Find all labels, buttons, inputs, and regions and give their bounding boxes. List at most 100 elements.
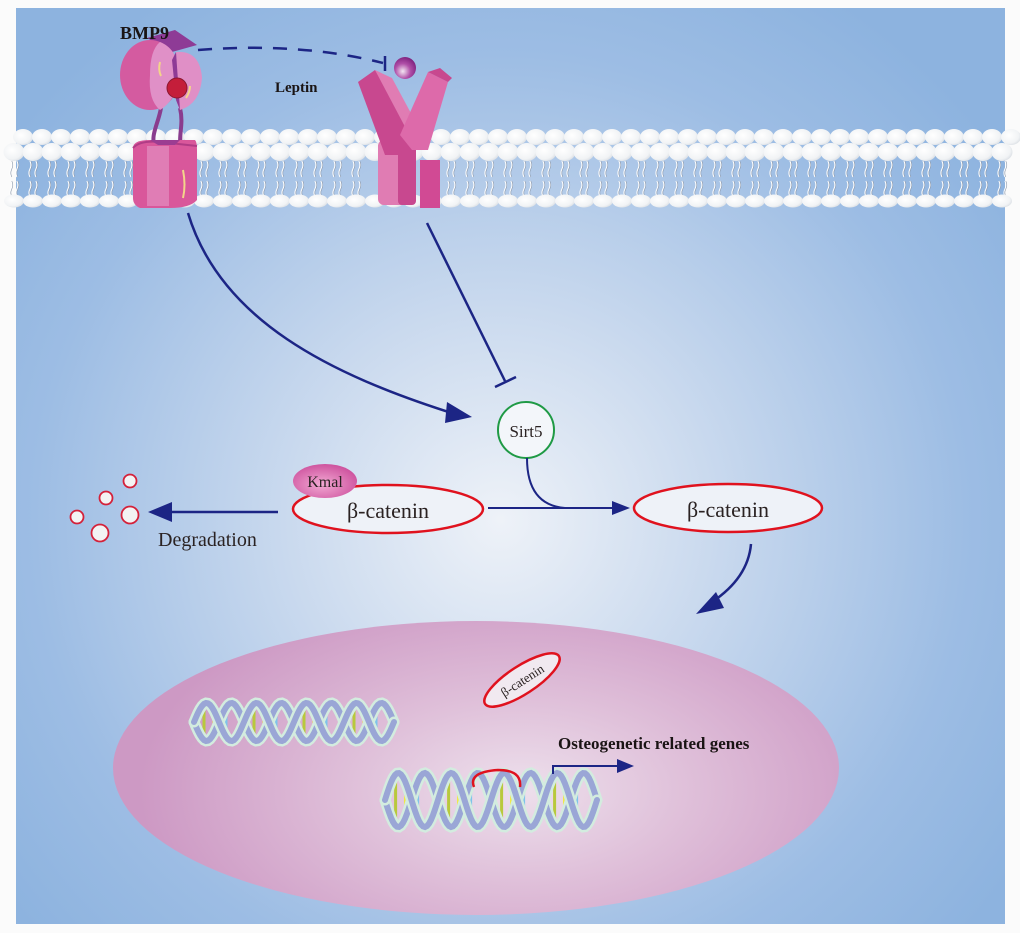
lipid-tail: [560, 160, 564, 197]
lipid-head: [840, 194, 860, 208]
bmp9-label: BMP9: [120, 23, 169, 43]
lipid-tail: [775, 160, 779, 197]
lipid-head: [288, 143, 310, 161]
lipid-head: [821, 194, 841, 208]
lipid-tail: [351, 160, 355, 197]
lipid-head: [193, 143, 215, 161]
lipid-head: [716, 129, 736, 145]
lipid-head: [212, 143, 234, 161]
lipid-tail: [85, 160, 89, 197]
lipid-head: [611, 143, 633, 161]
lipid-tail: [47, 160, 51, 197]
lipid-head: [507, 129, 527, 145]
lipid-head: [497, 143, 519, 161]
lipid-head: [954, 194, 974, 208]
lipid-tail: [731, 160, 735, 197]
lipid-tail: [851, 160, 855, 197]
lipid-head: [13, 129, 33, 145]
lipid-head: [4, 194, 24, 208]
lipid-head: [896, 143, 918, 161]
lipid-head: [592, 143, 614, 161]
degradation-label: Degradation: [158, 529, 257, 551]
lipid-tail: [218, 160, 222, 197]
lipid-head: [897, 194, 917, 208]
sirt5-demalonylation-edge: [526, 457, 566, 509]
lipid-tail: [199, 160, 203, 197]
beta-catenin-node: [632, 482, 824, 534]
lipid-tail: [927, 160, 931, 197]
lipid-head: [260, 129, 280, 145]
transcription-edge: [552, 765, 620, 774]
arrowhead: [617, 759, 634, 773]
lipid-head: [697, 129, 717, 145]
lipid-head: [98, 143, 120, 161]
lipid-head: [649, 143, 671, 161]
lipid-tail: [243, 160, 247, 197]
lipid-head: [678, 129, 698, 145]
lipid-tail: [262, 160, 266, 197]
lipid-head: [23, 194, 43, 208]
lipid-tail: [946, 160, 950, 197]
lipid-tail: [471, 160, 475, 197]
lipid-head: [70, 129, 90, 145]
degradation-fragments: [69, 473, 140, 543]
lipid-tail: [807, 160, 811, 197]
lipid-head: [830, 129, 850, 145]
lipid-head: [820, 143, 842, 161]
lipid-head: [89, 129, 109, 145]
lipid-tail: [91, 160, 95, 197]
dna-strand: [191, 699, 397, 745]
bmp9-activates-sirt5-edge: [186, 212, 459, 417]
beta-catenin-label: β-catenin: [687, 497, 769, 522]
lipid-tail: [674, 160, 678, 197]
lipid-head: [725, 143, 747, 161]
lipid-head: [298, 129, 318, 145]
lipid-head: [250, 143, 272, 161]
lipid-head: [631, 194, 651, 208]
lipid-tail: [908, 160, 912, 197]
lipid-head: [488, 129, 508, 145]
lipid-tail: [446, 160, 450, 197]
lipid-head: [593, 194, 613, 208]
lipid-tail: [718, 160, 722, 197]
lipid-tail: [623, 160, 627, 197]
lipid-head: [953, 143, 975, 161]
lipid-head: [564, 129, 584, 145]
lipid-tail: [959, 160, 963, 197]
lipid-tail: [541, 160, 545, 197]
lipid-tail: [655, 160, 659, 197]
lipid-head: [992, 194, 1012, 208]
lipid-head: [1001, 129, 1020, 145]
lipid-head: [745, 194, 765, 208]
lipid-tail: [870, 160, 874, 197]
lipid-tail: [547, 160, 551, 197]
lipid-tail: [465, 160, 469, 197]
lipid-head: [42, 194, 62, 208]
lipid-head: [973, 194, 993, 208]
lipid-tail: [110, 160, 114, 197]
lipid-head: [621, 129, 641, 145]
dna-strand: [382, 769, 600, 831]
lipid-tail: [566, 160, 570, 197]
lipid-head: [232, 194, 252, 208]
beta-catenin-binding-site: [471, 768, 522, 788]
lipid-tail: [294, 160, 298, 197]
lipid-head: [535, 143, 557, 161]
lipid-tail: [484, 160, 488, 197]
lipid-tail: [788, 160, 792, 197]
lipid-head: [251, 194, 271, 208]
lipid-tail: [940, 160, 944, 197]
lipid-head: [935, 194, 955, 208]
lipid-tail: [579, 160, 583, 197]
lipid-head: [99, 194, 119, 208]
lipid-tail: [604, 160, 608, 197]
lipid-head: [459, 143, 481, 161]
lipid-head: [859, 194, 879, 208]
lipid-tail: [598, 160, 602, 197]
lipid-head: [687, 143, 709, 161]
lipid-tail: [522, 160, 526, 197]
lipid-head: [906, 129, 926, 145]
lipid-head: [317, 129, 337, 145]
lipid-head: [536, 194, 556, 208]
lipid-head: [32, 129, 52, 145]
